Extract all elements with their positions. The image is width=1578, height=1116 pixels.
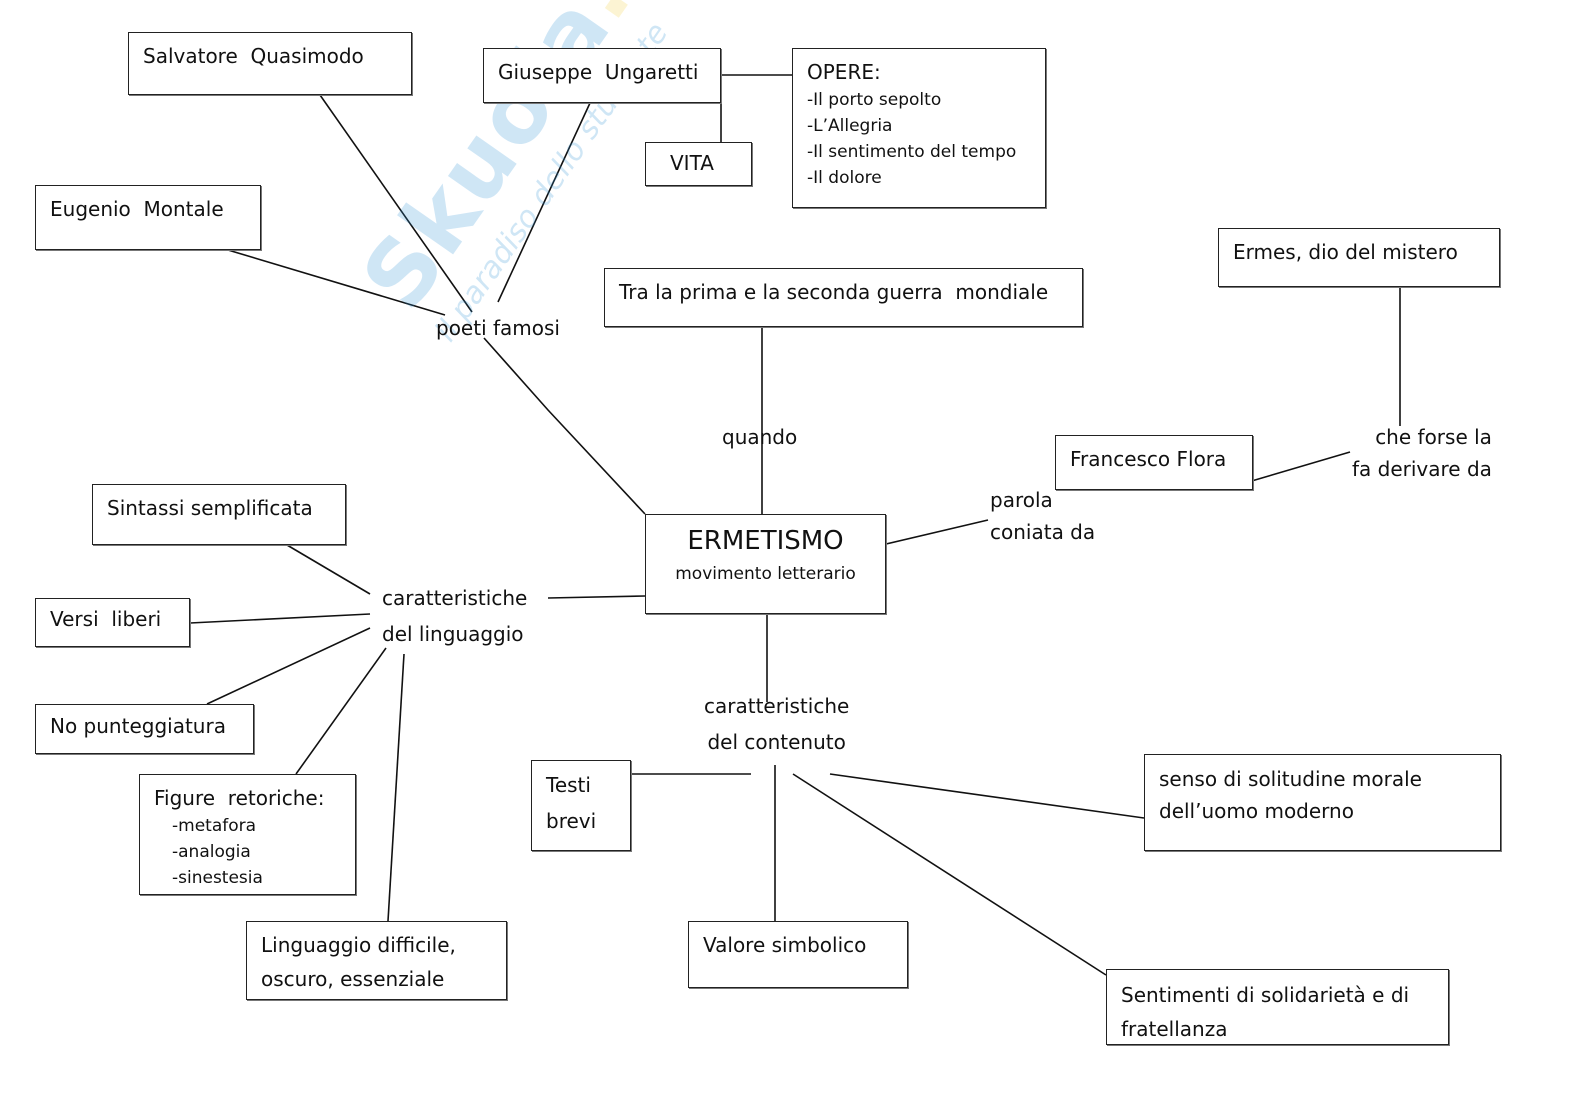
opere-item: -Il porto sepolto: [807, 90, 942, 110]
link-linguaggio-sintassi: [286, 544, 371, 595]
label-contenuto-line1: caratteristiche: [704, 694, 850, 718]
opere-item: -Il dolore: [807, 168, 882, 188]
node-quasimodo-label: Salvatore Quasimodo: [143, 44, 364, 68]
node-testi-brevi: Testi brevi: [531, 760, 631, 851]
link-contenuto-solidarieta: [792, 773, 1107, 976]
label-linguaggio-line1: caratteristiche: [382, 586, 528, 610]
figure-item: -metafora: [172, 816, 257, 836]
node-ermes: Ermes, dio del mistero: [1218, 228, 1500, 287]
node-valore-simbolico: Valore simbolico: [688, 921, 908, 988]
node-montale-label: Eugenio Montale: [50, 197, 224, 221]
node-opere: OPERE: -Il porto sepolto -L’Allegria -Il…: [792, 48, 1046, 208]
node-ungaretti: Giuseppe Ungaretti: [483, 48, 721, 103]
opere-title: OPERE:: [807, 60, 881, 84]
link-ermetismo-linguaggio: [547, 595, 646, 599]
node-solitudine: senso di solitudine morale dell’uomo mod…: [1144, 754, 1501, 851]
figure-title: Figure retoriche:: [154, 786, 325, 810]
node-francesco-flora: Francesco Flora: [1055, 435, 1253, 490]
node-ermes-label: Ermes, dio del mistero: [1233, 240, 1458, 264]
linguaggio-line1: Linguaggio difficile,: [261, 933, 456, 957]
figure-item: -analogia: [172, 842, 251, 862]
label-che-line1: che forse la: [1375, 425, 1492, 449]
link-linguaggio-punteggiatura: [206, 627, 371, 705]
opere-item: -L’Allegria: [807, 116, 893, 136]
label-linguaggio-line2: del linguaggio: [382, 622, 524, 646]
label-poeti-famosi: poeti famosi: [436, 316, 560, 340]
node-versi-liberi: Versi liberi: [35, 598, 190, 647]
figure-item: -sinestesia: [172, 868, 263, 888]
link-ermetismo-parola: [885, 519, 989, 545]
node-valore-simbolico-label: Valore simbolico: [703, 933, 867, 957]
node-punteggiatura-label: No punteggiatura: [50, 714, 226, 738]
solidarieta-line1: Sentimenti di solidarietà e di: [1121, 983, 1410, 1007]
label-caratteristiche-linguaggio: caratteristiche del linguaggio: [382, 582, 527, 650]
label-parola-line1: parola: [990, 488, 1053, 512]
node-guerra: Tra la prima e la seconda guerra mondial…: [604, 268, 1083, 327]
node-linguaggio-difficile: Linguaggio difficile, oscuro, essenziale: [246, 921, 507, 1000]
label-parola-line2: coniata da: [990, 520, 1096, 544]
node-montale: Eugenio Montale: [35, 185, 261, 250]
node-solidarieta: Sentimenti di solidarietà e di fratellan…: [1106, 969, 1449, 1045]
testi-line2: brevi: [546, 809, 597, 833]
label-che-line2: fa derivare da: [1352, 457, 1492, 481]
central-subtitle: movimento letterario: [675, 564, 856, 584]
node-francesco-flora-label: Francesco Flora: [1070, 447, 1227, 471]
node-sintassi: Sintassi semplificata: [92, 484, 346, 545]
opere-item: -Il sentimento del tempo: [807, 142, 1017, 162]
link-ungaretti-poeti: [497, 102, 591, 303]
link-contenuto-solitudine: [829, 773, 1145, 819]
linguaggio-line2: oscuro, essenziale: [261, 967, 445, 991]
node-figure-retoriche: Figure retoriche: -metafora -analogia -s…: [139, 774, 356, 895]
link-flora-che: [1237, 451, 1351, 486]
node-punteggiatura: No punteggiatura: [35, 704, 254, 754]
node-guerra-label: Tra la prima e la seconda guerra mondial…: [619, 280, 1049, 304]
central-title: ERMETISMO: [687, 526, 844, 556]
node-vita-label: VITA: [670, 151, 714, 175]
link-poeti-ermetismo: [483, 337, 646, 515]
node-versi-liberi-label: Versi liberi: [50, 607, 162, 631]
label-parola-coniata: parola coniata da: [990, 484, 1095, 548]
testi-line1: Testi: [546, 773, 591, 797]
solidarieta-line2: fratellanza: [1121, 1017, 1228, 1041]
link-quasimodo-poeti: [319, 94, 473, 313]
link-montale-poeti: [227, 249, 446, 316]
node-sintassi-label: Sintassi semplificata: [107, 496, 313, 520]
label-caratteristiche-contenuto: caratteristiche del contenuto: [704, 690, 849, 758]
solitudine-line1: senso di solitudine morale: [1159, 767, 1422, 791]
link-linguaggio-versi: [189, 613, 371, 624]
node-ungaretti-label: Giuseppe Ungaretti: [498, 60, 699, 84]
label-quando: quando: [722, 425, 798, 449]
central-node-ermetismo: ERMETISMO movimento letterario: [645, 514, 886, 614]
link-linguaggio-figure: [295, 647, 387, 775]
link-linguaggio-difficile: [387, 653, 405, 922]
label-contenuto-line2: del contenuto: [707, 730, 846, 754]
node-quasimodo: Salvatore Quasimodo: [128, 32, 412, 95]
label-che-forse: che forse la fa derivare da: [1352, 421, 1492, 485]
solitudine-line2: dell’uomo moderno: [1159, 799, 1354, 823]
node-vita: VITA: [645, 142, 752, 186]
